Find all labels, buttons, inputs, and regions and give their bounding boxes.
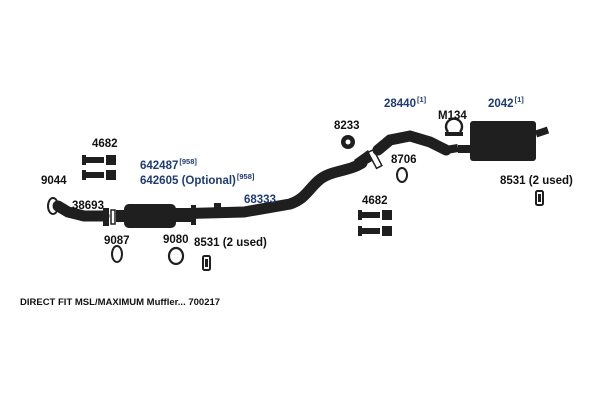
gasket-8706 [396, 167, 408, 183]
label-28440: 28440[1] [384, 96, 426, 111]
muffler-inlet [458, 145, 472, 153]
flange-plate [367, 148, 383, 170]
clamp-m134 [444, 117, 464, 133]
clamp-m134-bar [445, 132, 463, 136]
pipe-38693 [52, 200, 110, 222]
converter-inlet [116, 210, 126, 222]
muffler-2042 [470, 121, 536, 161]
bolts-4682-left [82, 155, 116, 180]
label-2042: 2042[1] [488, 96, 524, 111]
label-642605: 642605 (Optional)[958] [140, 173, 254, 188]
label-38693: 38693 [72, 200, 104, 212]
label-9044: 9044 [41, 175, 67, 187]
label-8531-left: 8531 (2 used) [194, 237, 267, 249]
label-68333: 68333 [244, 194, 276, 206]
label-642487-sup: [958] [179, 157, 197, 166]
hanger-8531-left-core [205, 259, 208, 267]
hanger-8531-right-core [538, 194, 541, 202]
pipe-38693-flange [103, 208, 109, 226]
label-642605-sup: [958] [236, 172, 255, 181]
label-4682-right: 4682 [362, 195, 388, 207]
footer-caption: DIRECT FIT MSL/MAXIMUM Muffler... 700217 [20, 297, 221, 308]
label-8706: 8706 [391, 154, 417, 166]
gasket-9044 [47, 197, 59, 215]
muffler-tailpipe [534, 126, 550, 138]
converter-flange [191, 205, 196, 225]
label-9080: 9080 [163, 234, 189, 246]
pipe-68333 [164, 157, 368, 220]
label-8233: 8233 [334, 120, 360, 132]
label-28440-sup: [1] [416, 95, 427, 104]
gasket-9080 [167, 246, 185, 266]
pipe-28440 [372, 130, 452, 156]
label-28440-text: 28440 [384, 98, 416, 110]
gasket-8233-hole [345, 139, 351, 145]
converter-642487 [124, 204, 176, 228]
bolts-4682-right [358, 210, 392, 236]
label-642605-text: 642605 (Optional) [140, 175, 236, 187]
label-2042-text: 2042 [488, 98, 514, 110]
label-642487-text: 642487 [140, 160, 179, 172]
pipe-28440-end [445, 144, 459, 154]
label-2042-sup: [1] [514, 95, 524, 104]
gasket-9087 [111, 245, 123, 263]
label-m134: M134 [438, 110, 467, 122]
pipe-38693-gap-ring [110, 209, 116, 225]
pipe-hanger-bracket [214, 203, 221, 210]
converter-outlet [174, 208, 192, 222]
label-642487: 642487[958] [140, 158, 197, 173]
label-4682-left: 4682 [92, 138, 118, 150]
label-9087: 9087 [104, 235, 130, 247]
label-8531-right: 8531 (2 used) [500, 175, 573, 187]
